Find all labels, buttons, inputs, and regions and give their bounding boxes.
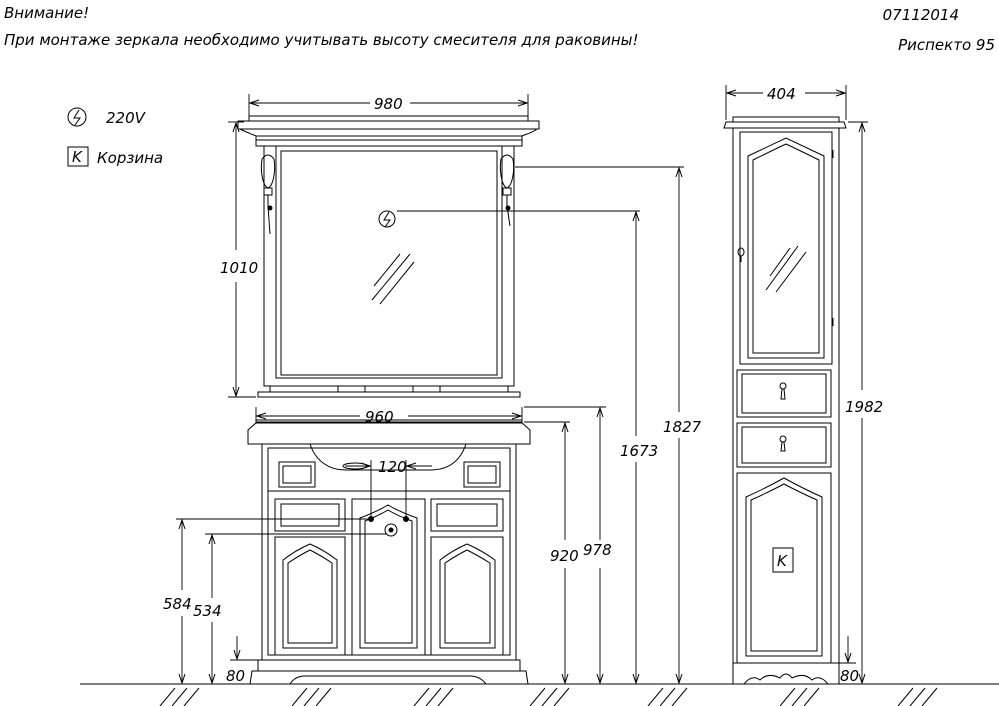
mirror — [237, 115, 540, 398]
dim-socket-height: 1673 — [620, 442, 658, 460]
legend: 220V K Корзина — [67, 107, 163, 167]
basket-icon: K — [67, 146, 89, 167]
right-lamp-icon — [499, 154, 515, 227]
dim-mirror-top-height: 1827 — [663, 418, 702, 436]
left-lamp-icon — [260, 154, 276, 235]
dim-column-plinth-height: 80 — [840, 667, 859, 685]
dim-column-height: 1982 — [845, 398, 883, 416]
warning-text: При монтаже зеркала необходимо учитывать… — [4, 31, 639, 49]
floor — [80, 683, 999, 706]
dim-plinth-height: 80 — [226, 667, 245, 685]
dim-vanity-width: 960 — [365, 408, 394, 426]
column-basket-letter: K — [777, 552, 788, 570]
dim-counter-height: 978 — [583, 541, 612, 559]
dim-cabinet-height: 920 — [550, 547, 579, 565]
column-basket-marker: K — [772, 547, 794, 573]
power-label: 220V — [106, 109, 147, 127]
column-cabinet: K — [723, 116, 847, 685]
basket-icon-letter: K — [72, 148, 83, 166]
basket-label: Корзина — [97, 149, 163, 167]
dim-faucet-spacing: 120 — [378, 458, 407, 476]
product-code: 07112014 — [882, 6, 959, 24]
dimension-lines — [176, 85, 868, 683]
dim-column-width: 404 — [767, 85, 796, 103]
dim-mirror-height: 1010 — [220, 259, 258, 277]
series-label: Риспекто 95 — [898, 36, 995, 54]
dim-drain-height: 534 — [193, 602, 222, 620]
socket-icon — [378, 210, 396, 228]
warning-title: Внимание! — [4, 4, 90, 22]
dim-mirror-width: 980 — [374, 95, 403, 113]
dim-water-inlet-height: 584 — [163, 595, 192, 613]
power-icon — [67, 107, 87, 127]
vanity-cabinet — [247, 419, 531, 685]
